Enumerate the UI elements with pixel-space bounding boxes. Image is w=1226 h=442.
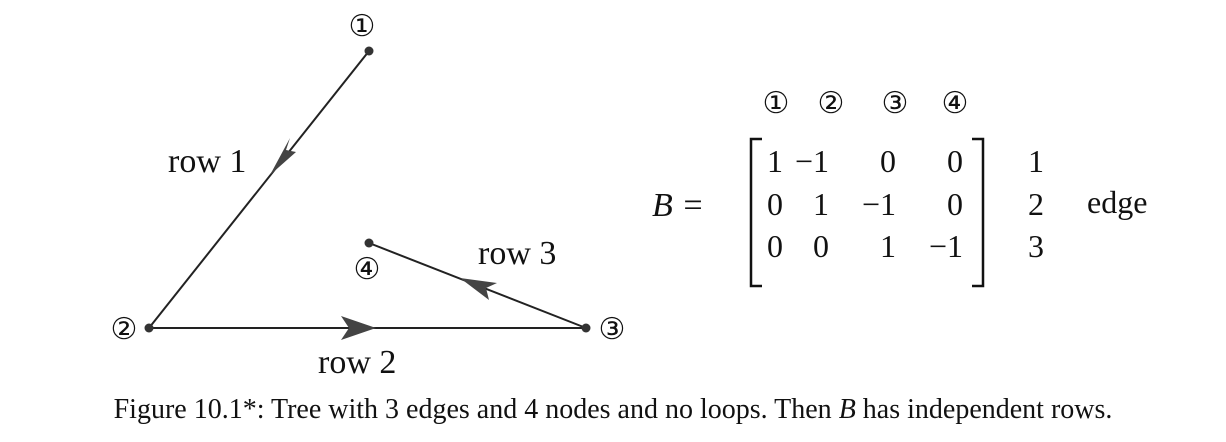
figure-caption: Figure 10.1*: Tree with 3 edges and 4 no… [0,394,1226,426]
matrix-cell-1-1: 1 [767,143,783,179]
arrow-row-1-icon [270,138,296,175]
node-2-dot [144,323,154,333]
matrix-left-bracket [749,137,762,288]
matrix-cell-1-2: −1 [795,143,829,179]
matrix-right-bracket [972,137,985,288]
matrix-cell-1-3: 0 [880,143,896,179]
caption-text-start: Figure 10.1*: Tree with 3 edges and 4 no… [113,394,839,425]
matrix-right-label: edge [1087,184,1147,220]
edge-label-row-1: row 1 [168,143,246,180]
matrix-row-number-3: 3 [1028,228,1044,264]
matrix-cell-3-4: −1 [929,228,963,264]
edge-label-row-3: row 3 [478,235,556,272]
matrix-col-header-2: ② [818,87,845,120]
node-1-label: ① [349,10,376,43]
caption-symbol: B [838,394,856,425]
arrow-row-3-icon [460,278,497,300]
node-3-dot [581,323,591,333]
matrix-cell-2-4: 0 [947,186,963,222]
matrix-col-header-4: ④ [942,87,969,120]
node-3-label: ③ [599,313,626,346]
caption-text-end: has independent rows. [855,394,1113,425]
arrow-row-2-icon [341,316,376,340]
matrix-row-number-1: 1 [1028,143,1044,179]
matrix-cell-3-2: 0 [813,228,829,264]
matrix-col-header-1: ① [763,87,790,120]
matrix-cell-2-1: 0 [767,186,783,222]
matrix-cell-3-1: 0 [767,228,783,264]
node-4-label: ④ [354,253,381,286]
matrix-cell-1-4: 0 [947,143,963,179]
matrix-col-header-3: ③ [882,87,909,120]
node-4-dot [364,238,374,248]
node-2-label: ② [111,313,138,346]
matrix-cell-2-2: 1 [813,186,829,222]
edge-label-row-2: row 2 [318,344,396,381]
matrix-row-number-2: 2 [1028,186,1044,222]
matrix-lhs: B = [652,187,704,224]
matrix-cell-3-3: 1 [880,228,896,264]
edge-row-1 [148,50,370,329]
node-1-dot [364,46,374,56]
matrix-cell-2-3: −1 [862,186,896,222]
